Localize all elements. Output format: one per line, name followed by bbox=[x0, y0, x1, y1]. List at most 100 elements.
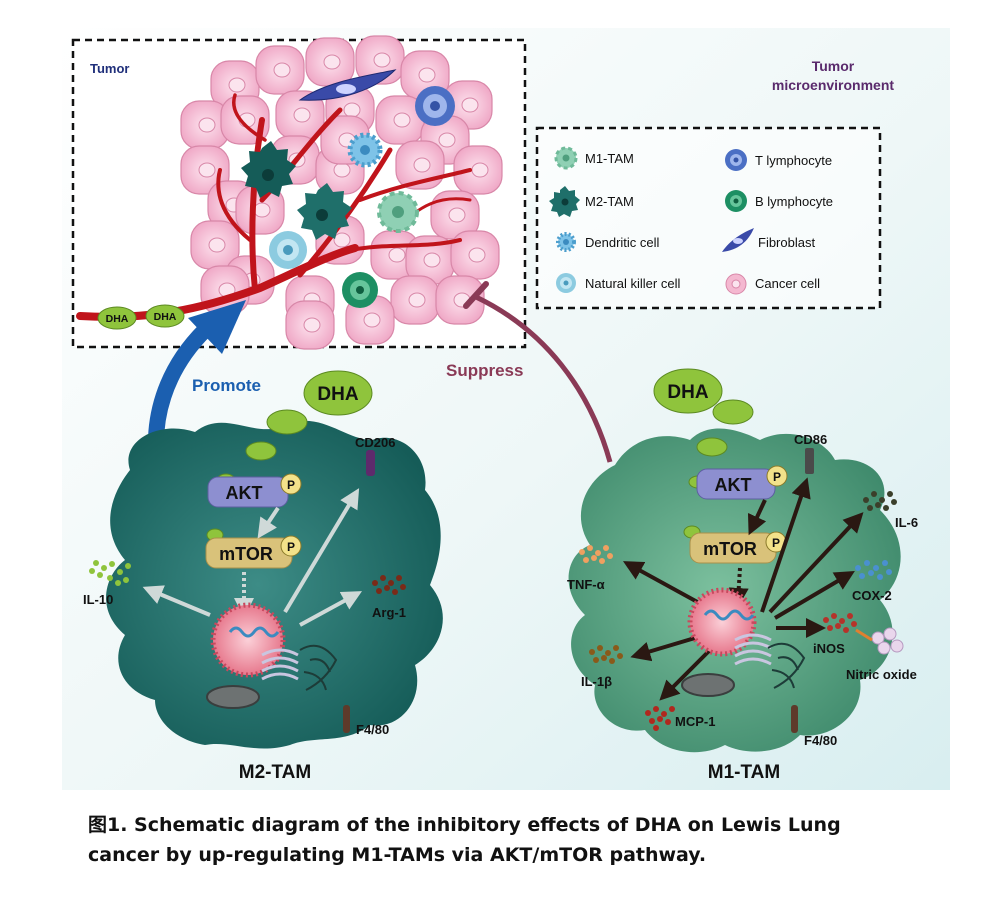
m2-akt-phospho: P bbox=[287, 478, 295, 492]
m1-cd86-label: CD86 bbox=[794, 432, 827, 447]
suppress-inhibitor bbox=[463, 281, 613, 463]
m2-dha-pill: DHA bbox=[303, 370, 373, 416]
cancer-cell-nucleus bbox=[373, 52, 391, 68]
m1-f480-receptor bbox=[791, 705, 798, 733]
dha-vessel-label-1: DHA bbox=[106, 313, 129, 325]
tumor-label: Tumor bbox=[90, 61, 129, 76]
m1-tnfa-label: TNF-α bbox=[567, 577, 605, 592]
m1-mtor-phospho: P bbox=[772, 536, 780, 550]
m2-dha-label: DHA bbox=[317, 384, 358, 405]
m2-f480-label: F4/80 bbox=[356, 722, 389, 737]
cancer-cell-nucleus bbox=[333, 162, 351, 178]
cancer-cell-nucleus bbox=[448, 207, 466, 223]
legend-label-t-lymphocyte: T lymphocyte bbox=[755, 153, 832, 168]
cancer-cell-nucleus bbox=[438, 132, 456, 148]
m2-arg1-dots bbox=[372, 575, 406, 595]
cancer-cell-nucleus bbox=[253, 202, 271, 218]
m2-akt-label: AKT bbox=[226, 483, 263, 503]
cancer-cell-nucleus bbox=[333, 232, 351, 248]
m1-nitric-oxide-molecules bbox=[871, 627, 904, 655]
legend-label-dendritic-cell: Dendritic cell bbox=[585, 235, 660, 250]
cancer-cell-nucleus bbox=[303, 317, 321, 333]
cancer-cell-nucleus bbox=[293, 107, 311, 123]
m1-il1b-label: IL-1β bbox=[581, 674, 612, 689]
m1-dha-pill: DHA bbox=[653, 368, 723, 414]
m2-mitochondrion bbox=[206, 685, 260, 709]
m1-mitochondrion bbox=[681, 673, 735, 697]
tumor-m2-tam-2 bbox=[297, 183, 352, 240]
cancer-cell-nucleus bbox=[363, 312, 381, 328]
cancer-cell-nucleus bbox=[461, 97, 479, 113]
m1-nitric-oxide-label: Nitric oxide bbox=[846, 667, 917, 682]
figure-caption: 图1. Schematic diagram of the inhibitory … bbox=[88, 810, 928, 870]
tumor-m1-tam bbox=[377, 191, 419, 233]
m1-il1b-dots bbox=[589, 645, 623, 664]
dha-vessel-label-2: DHA bbox=[154, 311, 177, 323]
m1-signal-arrows bbox=[622, 477, 864, 701]
caption-line-1: 图1. Schematic diagram of the inhibitory … bbox=[88, 814, 841, 836]
legend-dendritic-cell-icon bbox=[556, 232, 576, 252]
microenvironment-label-line2: microenvironment bbox=[772, 77, 894, 93]
m2-golgi bbox=[261, 648, 299, 681]
cancer-cell-nucleus bbox=[198, 162, 216, 178]
cancer-cell-nucleus bbox=[208, 237, 226, 253]
m1-cox2-drops bbox=[855, 560, 892, 580]
legend-m1-tam-icon bbox=[554, 146, 578, 170]
m1-cd86-receptor bbox=[805, 448, 814, 474]
caption-line-2: cancer by up-regulating M1-TAMs via AKT/… bbox=[88, 844, 707, 866]
cancer-cell-nucleus bbox=[343, 102, 361, 118]
m1-tam-title: M1-TAM bbox=[708, 762, 780, 783]
cancer-cell-nucleus bbox=[393, 112, 411, 128]
legend-label-cancer-cell: Cancer cell bbox=[755, 276, 820, 291]
tumor-fibroblast bbox=[298, 69, 397, 101]
m1-akt-box: AKT P bbox=[696, 465, 788, 500]
m2-arg1-label: Arg-1 bbox=[372, 605, 406, 620]
m1-endoplasmic-reticulum bbox=[767, 642, 806, 689]
m1-mtor-box: mTOR P bbox=[689, 531, 787, 564]
m2-nucleus bbox=[210, 602, 286, 678]
cancer-cell-nucleus bbox=[228, 77, 246, 93]
suppress-label: Suppress bbox=[446, 361, 523, 380]
m1-mtor-label: mTOR bbox=[703, 539, 757, 559]
tumor-t-lymphocyte bbox=[415, 86, 455, 126]
cancer-cell-nucleus bbox=[418, 67, 436, 83]
m1-dha-label: DHA bbox=[667, 382, 708, 403]
m2-tam-title: M2-TAM bbox=[239, 762, 311, 783]
m1-il6-label: IL-6 bbox=[895, 515, 918, 530]
cancer-cell-nucleus bbox=[408, 292, 426, 308]
legend-label-b-lymphocyte: B lymphocyte bbox=[755, 194, 833, 209]
m2-il10-label: IL-10 bbox=[83, 592, 113, 607]
legend-t-lymphocyte-icon bbox=[725, 149, 747, 171]
m2-mtor-phospho: P bbox=[287, 540, 295, 554]
cancer-cell-nucleus bbox=[468, 247, 486, 263]
m1-akt-label: AKT bbox=[715, 475, 752, 495]
cancer-cell-nucleus bbox=[388, 247, 406, 263]
tumor-m2-tam bbox=[241, 141, 296, 198]
m1-mcp1-dots bbox=[645, 706, 675, 731]
microenvironment-label-line1: Tumor bbox=[812, 58, 855, 74]
cancer-cell-nucleus bbox=[198, 117, 216, 133]
m1-f480-label: F4/80 bbox=[804, 733, 837, 748]
dha-vessel-pill-2: DHA bbox=[145, 304, 185, 328]
m2-il10-dots bbox=[89, 560, 131, 586]
m1-akt-phospho: P bbox=[773, 470, 781, 484]
m2-mtor-label: mTOR bbox=[219, 544, 273, 564]
m2-signal-arrows bbox=[142, 488, 363, 627]
promote-label: Promote bbox=[192, 376, 261, 395]
legend-label-m2-tam: M2-TAM bbox=[585, 194, 634, 209]
legend-label-m1-tam: M1-TAM bbox=[585, 151, 634, 166]
m2-akt-box: AKT P bbox=[207, 473, 302, 508]
m1-cox2-label: COX-2 bbox=[852, 588, 892, 603]
m1-inos-dots bbox=[823, 613, 857, 633]
m2-endoplasmic-reticulum bbox=[299, 644, 338, 691]
tumor-mass bbox=[180, 35, 503, 350]
cancer-cell-nucleus bbox=[423, 252, 441, 268]
cancer-cell-nucleus bbox=[323, 54, 341, 70]
m2-mtor-box: mTOR P bbox=[205, 535, 302, 569]
m2-cd206-label: CD206 bbox=[355, 435, 395, 450]
m1-inos-to-no-arrow bbox=[855, 628, 873, 642]
legend: M1-TAM T lymphocyte M2-TAM B lymphocyte … bbox=[535, 126, 882, 310]
tumor-b-lymphocyte bbox=[342, 272, 378, 308]
legend-fibroblast-icon bbox=[722, 228, 754, 252]
